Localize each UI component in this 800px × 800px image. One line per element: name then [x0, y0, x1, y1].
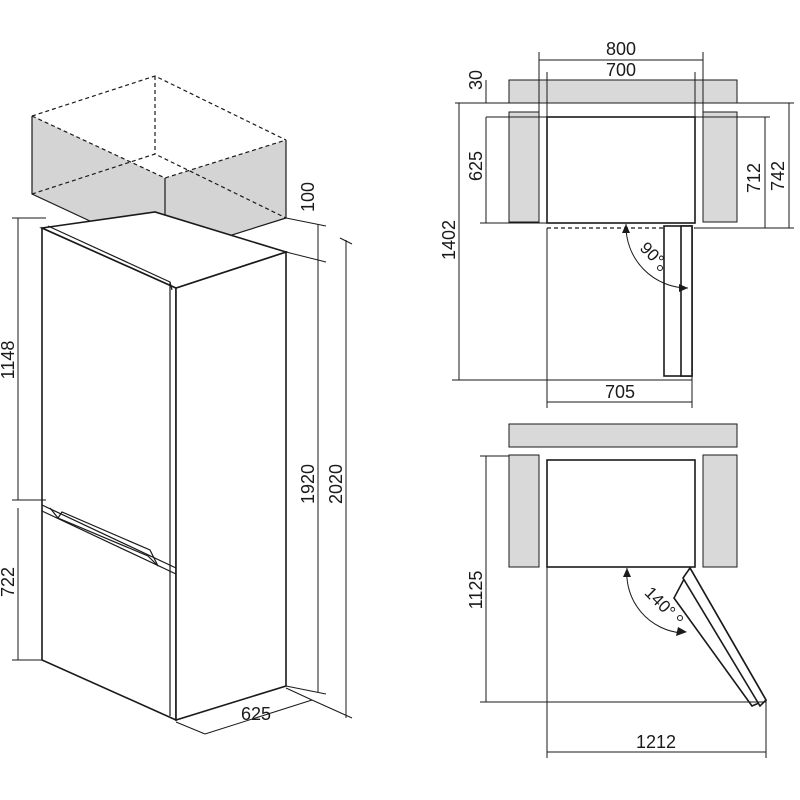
dim-1402-label: 1402 [439, 220, 459, 260]
top-view-140: 140° 1125 1212 [466, 423, 768, 758]
dim-705-label: 705 [605, 382, 635, 402]
dim-1148-label: 1148 [0, 341, 18, 380]
dim-1212-label: 1212 [636, 732, 676, 752]
dim-upper-door: 1148 [0, 217, 46, 501]
countertop-wall-2 [508, 423, 738, 448]
dim-722-label: 722 [0, 567, 18, 597]
right-cabinet-wall [702, 111, 738, 223]
dim-30-label: 30 [466, 70, 486, 90]
fridge-plan-140 [546, 459, 696, 568]
open-door-140 [673, 566, 768, 708]
dim-625-niche-label: 625 [466, 151, 486, 181]
front-view: 1148 722 625 100 1920 [0, 75, 353, 735]
right-cabinet-wall-2 [702, 454, 738, 568]
angle-140-label: 140° [641, 583, 679, 621]
dim-total-height: 2020 [311, 237, 353, 719]
fridge-body [39, 211, 289, 722]
dim-625-depth-label: 625 [241, 704, 271, 724]
left-cabinet-wall-2 [508, 454, 540, 568]
dim-body-height: 1920 [285, 262, 327, 695]
dim-712-label: 712 [744, 163, 764, 193]
dim-depth: 625 [175, 687, 313, 735]
dim-742-label: 742 [768, 161, 788, 191]
fridge-plan-90 [546, 116, 696, 224]
left-cabinet-wall [508, 111, 540, 223]
dim-1920-label: 1920 [298, 464, 318, 504]
top-view-90: 90° 800 700 30 1402 625 712 742 [439, 39, 794, 408]
dim-100-label: 100 [298, 182, 318, 212]
dim-700-label: 700 [606, 60, 636, 80]
dim-lower-door: 722 [0, 508, 42, 661]
dim-2020-label: 2020 [326, 464, 346, 504]
dim-top-clearance: 100 [285, 182, 327, 263]
angle-90-label: 90° [636, 238, 668, 270]
dim-800-label: 800 [606, 39, 636, 59]
dim-1125-label: 1125 [466, 571, 486, 610]
